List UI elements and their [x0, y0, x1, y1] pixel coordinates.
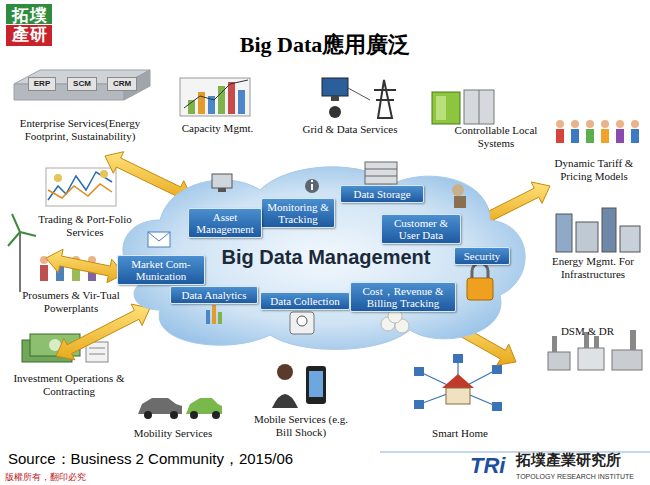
logo-text: 拓墣產研 — [6, 6, 54, 43]
area-label: Investment Operations & Contracting — [3, 372, 135, 397]
function-box: Monitoring & Tracking — [261, 198, 335, 228]
box-text: Asset Management — [192, 211, 258, 235]
function-box: Market Com-Munication — [117, 255, 205, 285]
area-label: Dynamic Tariff & Pricing Models — [543, 157, 645, 182]
cloud-title: Big Data Management — [222, 246, 431, 268]
system-box: CRM — [107, 77, 137, 92]
area-label: Energy Mgmt. For Infrastructures — [538, 255, 648, 280]
area-label: Trading & Port-Folio Services — [33, 213, 137, 238]
function-box: Security — [454, 247, 510, 265]
title: Big Data應用廣泛 — [150, 32, 500, 58]
cloud: Big Data Management Monitoring & Tracking… — [110, 160, 530, 350]
function-box: Cost，Revenue & Billing Tracking — [350, 282, 456, 312]
function-box: Data Analytics — [170, 286, 258, 304]
double-arrow — [46, 249, 124, 282]
institute-name: 拓墣產業研究所 — [516, 451, 648, 469]
box-text: Cost，Revenue & Billing Tracking — [354, 285, 452, 309]
function-box: Asset Management — [188, 208, 262, 238]
box-text: Data Collection — [264, 295, 346, 307]
box-text: Customer & User Data — [385, 217, 457, 241]
box-text: Data Analytics — [174, 289, 254, 301]
system-box: ERP — [28, 77, 56, 92]
area-label: Mobile Services (e.g. Bill Shock) — [246, 413, 356, 438]
function-box: Data Storage — [340, 185, 424, 203]
function-box: Data Collection — [260, 292, 350, 310]
area-label: Mobility Services — [118, 427, 228, 440]
area-label: Prosumers & Vir-Tual Powerplants — [5, 289, 137, 314]
box-text: Market Com-Munication — [121, 258, 201, 282]
area-label: DSM & DR — [550, 325, 625, 338]
box-text: ERP — [30, 80, 54, 89]
area-label: Grid & Data Services — [285, 123, 415, 136]
copyright-note: 版權所有，翻印必究 — [5, 472, 135, 483]
area-label: Enterprise Services(Energy Footprint, Su… — [5, 117, 155, 142]
box-text: Data Storage — [344, 188, 420, 200]
logo-mark: TRi — [470, 455, 516, 477]
function-box: Customer & User Data — [381, 214, 461, 244]
area-label: Capacity Mgmt. — [165, 122, 270, 135]
area-label: Smart Home — [412, 427, 508, 440]
source-note: Source：Business 2 Community，2015/06 — [8, 450, 348, 468]
institute-name-en: TOPOLOGY RESEARCH INSTITUTE — [516, 473, 648, 481]
system-box: SCM — [67, 77, 97, 92]
box-text: CRM — [109, 80, 135, 89]
area-label: Controllable Local Systems — [448, 124, 544, 149]
box-text: SCM — [69, 80, 95, 89]
box-text: Security — [458, 250, 506, 262]
box-text: Monitoring & Tracking — [265, 201, 331, 225]
